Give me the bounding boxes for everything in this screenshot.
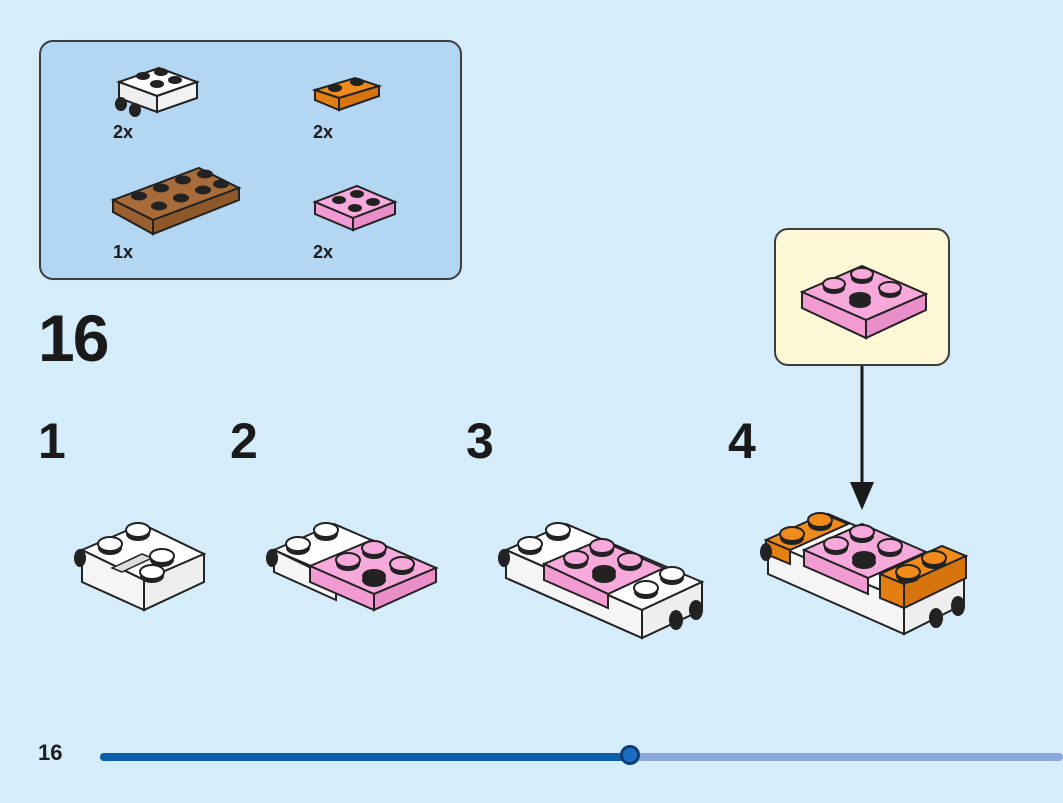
step-number: 16 [38, 301, 109, 375]
build-stage-3-icon [498, 522, 705, 640]
progress-handle[interactable] [619, 745, 640, 765]
parts-list-panel: 2x 2x 1x 2x [39, 40, 462, 280]
substep-number-3: 3 [466, 413, 494, 469]
substep-number-4: 4 [728, 413, 756, 469]
progress-fill [100, 753, 630, 761]
white-plate-with-wheels-icon [115, 66, 200, 117]
build-stage-1-icon [74, 522, 207, 612]
pink-plate-2x2-icon [312, 184, 398, 232]
part-qty-orange-plate: 2x [313, 122, 334, 142]
build-stage-4-icon [760, 512, 969, 636]
part-qty-white-plate: 2x [113, 122, 134, 142]
substep-number-1: 1 [38, 413, 66, 469]
progress-bar[interactable] [100, 745, 1063, 765]
substep-number-2: 2 [230, 413, 258, 469]
build-stage-2-icon [266, 522, 439, 612]
pink-plate-2x2-icon [799, 264, 929, 340]
part-qty-brown-plate: 1x [113, 242, 134, 262]
page-number: 16 [38, 740, 63, 765]
callout-part-box [774, 228, 950, 366]
brown-plate-2x4-icon [110, 166, 242, 236]
orange-plate-1x2-icon [311, 76, 383, 112]
part-qty-pink-plate: 2x [313, 242, 334, 262]
